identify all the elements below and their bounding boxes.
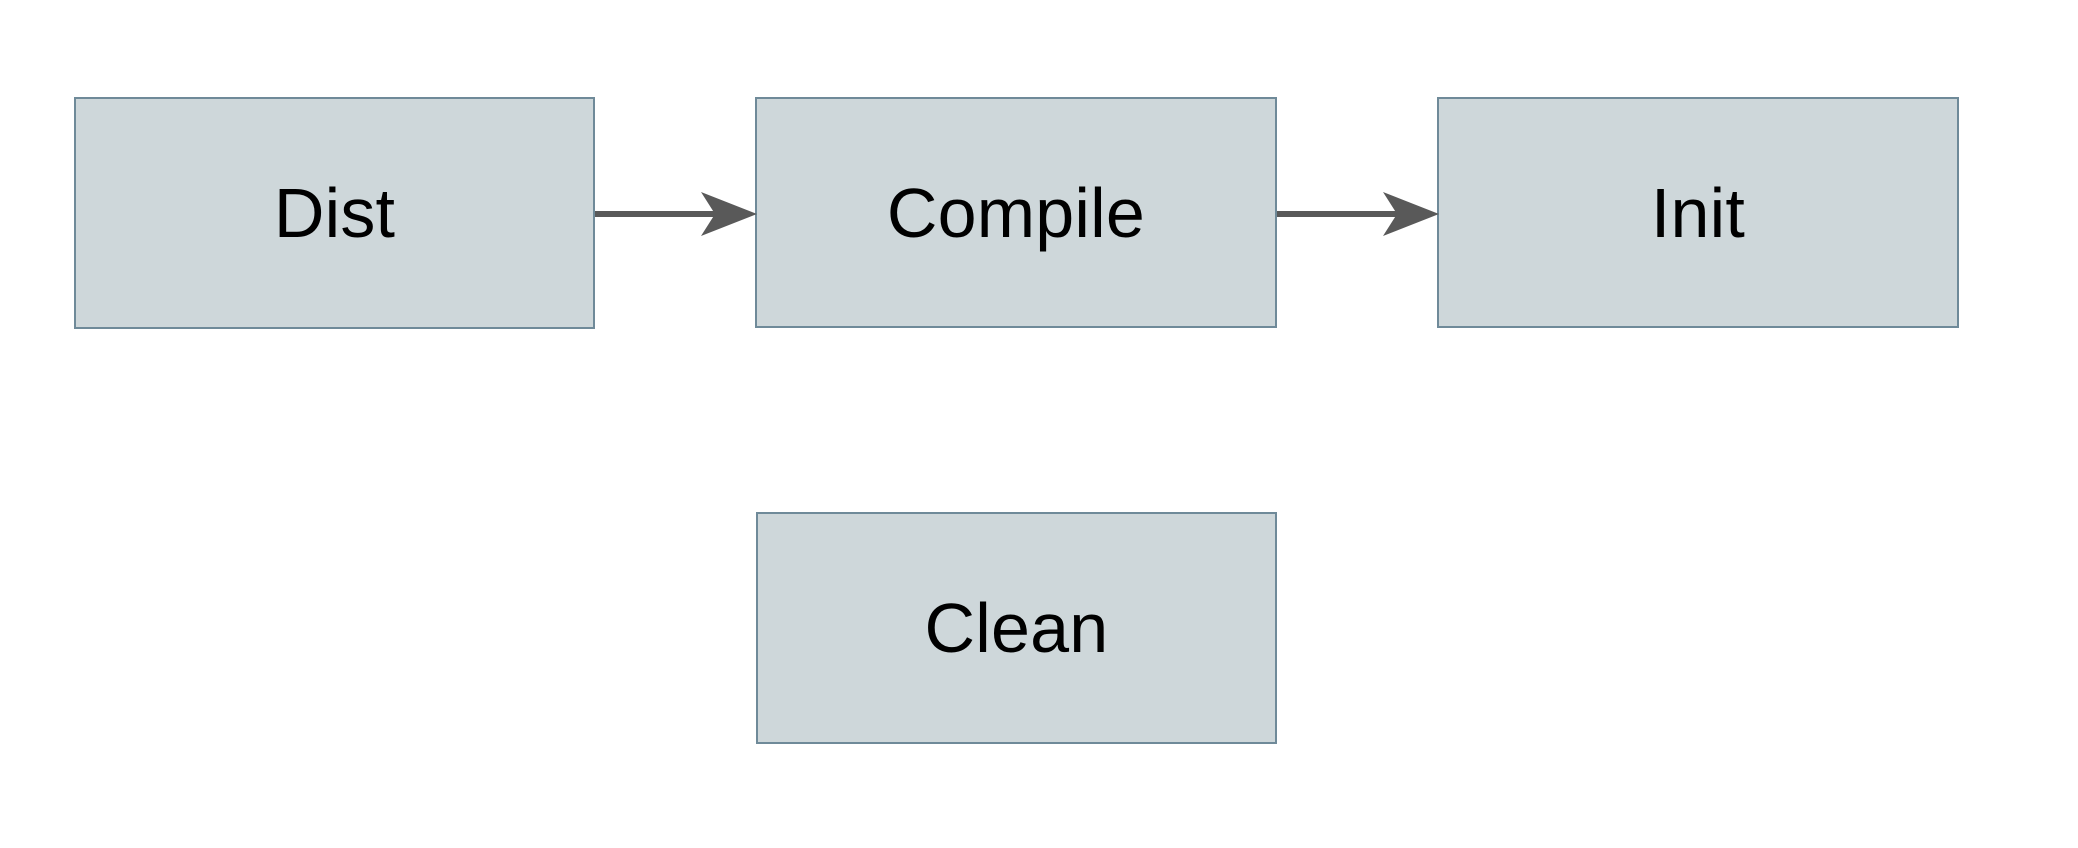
node-clean-label: Clean: [924, 589, 1109, 667]
node-init-label: Init: [1650, 173, 1746, 252]
node-dist[interactable]: Dist: [74, 97, 595, 329]
node-compile-label: Compile: [886, 173, 1146, 252]
arrow-right-icon: [595, 192, 757, 236]
node-dist-label: Dist: [273, 174, 396, 252]
edge-dist-to-compile: [595, 186, 757, 242]
edge-compile-to-init: [1277, 186, 1439, 242]
node-init[interactable]: Init: [1437, 97, 1959, 328]
node-compile[interactable]: Compile: [755, 97, 1277, 328]
node-clean[interactable]: Clean: [756, 512, 1277, 744]
arrow-right-icon: [1277, 192, 1439, 236]
